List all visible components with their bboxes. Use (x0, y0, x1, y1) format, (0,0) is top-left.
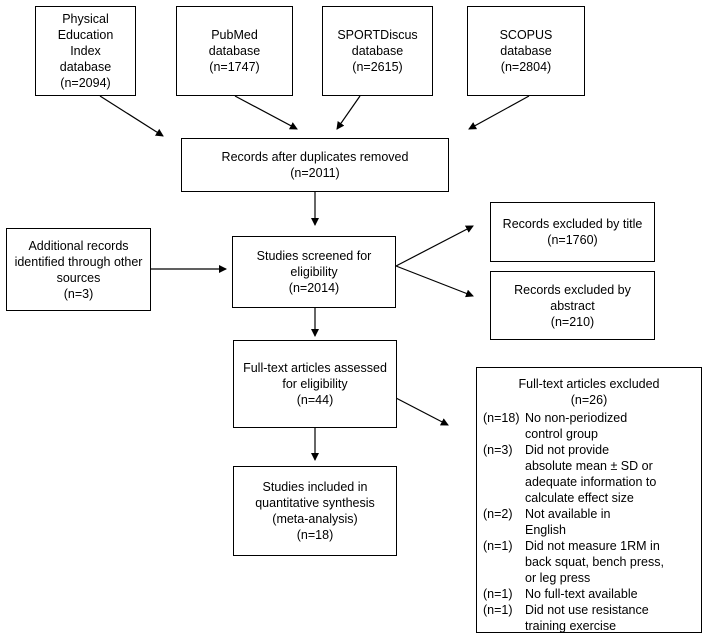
included-count: (n=18) (296, 528, 334, 542)
included-line: quantitative synthesis (255, 496, 375, 510)
reason-line: Did not measure 1RM in (525, 539, 660, 553)
reason-count: (n=2) (483, 507, 513, 521)
additional-line: sources (56, 270, 101, 285)
source-line: PubMed (211, 28, 258, 42)
excluded-abstract-count: (n=210) (550, 314, 595, 329)
reason-line: control group (525, 427, 598, 441)
reason-line: Not available in (525, 507, 611, 521)
screened-line: eligibility (290, 265, 338, 279)
included-line: (meta-analysis) (272, 512, 358, 526)
source-line: database (59, 60, 112, 74)
arrow-screened-to-title (395, 225, 474, 267)
exclusion-reason: (n=1) No full-text available (477, 586, 701, 602)
source-count: (n=2094) (60, 76, 111, 90)
reason-text: No full-text available (525, 586, 701, 602)
source-line: SCOPUS (499, 28, 553, 42)
excluded-title-count: (n=1760) (547, 233, 598, 247)
source-line: SPORTDiscus (337, 28, 418, 42)
excluded-abstract-line: Records excluded by (514, 282, 631, 297)
excluded-heading-count: (n=26) (570, 393, 608, 407)
reason-text: Did not use resistance training exercise (525, 602, 701, 634)
records-after-duplicates: Records after duplicates removed (n=2011… (181, 138, 449, 192)
fulltext-count: (n=44) (296, 393, 334, 407)
exclusion-reason: (n=1) Did not use resistance training ex… (477, 602, 701, 634)
reason-text: Not available in English (525, 506, 701, 538)
source-count: (n=1747) (209, 60, 260, 74)
source-physical-education-index: Physical Education Index database (n=209… (35, 6, 136, 96)
studies-screened: Studies screened for eligibility (n=2014… (232, 236, 396, 308)
reason-text: No non-periodized control group (525, 410, 701, 442)
records-excluded-by-title: Records excluded by title (n=1760) (490, 202, 655, 262)
source-line: database (500, 44, 552, 58)
additional-count: (n=3) (63, 286, 94, 301)
exclusion-reasons: (n=18) No non-periodized control group (… (477, 410, 701, 634)
excluded-title-label: Records excluded by title (502, 217, 643, 231)
excluded-heading-label: Full-text articles excluded (518, 377, 660, 391)
screened-line: Studies screened for (256, 249, 372, 263)
reason-line: English (525, 523, 566, 537)
arrow-scopus-to-dedup (468, 95, 530, 130)
reason-line: adequate information to (525, 475, 657, 489)
included-line: Studies included in (262, 480, 368, 494)
arrow-pubmed-to-dedup (234, 95, 298, 130)
source-line: database (351, 44, 404, 58)
reason-count: (n=1) (483, 587, 513, 601)
fulltext-line: Full-text articles assessed (243, 361, 387, 375)
reason-line: or leg press (525, 571, 591, 585)
arrow-screened-to-abstract (395, 265, 474, 298)
source-line: Index (70, 44, 101, 58)
dedup-label: Records after duplicates removed (221, 150, 409, 164)
additional-line: Additional records (28, 238, 129, 253)
reason-text: Did not provide absolute mean ± SD or ad… (525, 442, 701, 506)
screened-count: (n=2014) (288, 281, 340, 295)
exclusion-reason: (n=18) No non-periodized control group (477, 410, 701, 442)
records-excluded-by-abstract: Records excluded by abstract (n=210) (490, 271, 655, 340)
source-count: (n=2804) (500, 60, 552, 74)
arrow-physed-to-dedup (99, 95, 164, 137)
studies-included: Studies included in quantitative synthes… (233, 466, 397, 556)
excluded-abstract-line: abstract (550, 298, 595, 313)
reason-line: Did not use resistance (525, 603, 649, 617)
reason-line: back squat, bench press, (525, 555, 664, 569)
source-pubmed: PubMed database (n=1747) (176, 6, 293, 96)
source-line: Physical Education (57, 12, 114, 42)
fulltext-assessed: Full-text articles assessed for eligibil… (233, 340, 397, 428)
arrow-fulltext-to-excluded (395, 397, 449, 426)
excluded-heading: Full-text articles excluded (n=26) (477, 376, 701, 408)
reason-line: No full-text available (525, 587, 638, 601)
reason-line: calculate effect size (525, 491, 634, 505)
reason-count: (n=18) (483, 411, 520, 425)
exclusion-reason: (n=1) Did not measure 1RM in back squat,… (477, 538, 701, 586)
reason-count: (n=1) (483, 539, 513, 553)
reason-count: (n=1) (483, 603, 513, 617)
fulltext-articles-excluded: Full-text articles excluded (n=26) (n=18… (476, 367, 702, 633)
reason-text: Did not measure 1RM in back squat, bench… (525, 538, 701, 586)
reason-line: No non-periodized (525, 411, 628, 425)
exclusion-reason: (n=3) Did not provide absolute mean ± SD… (477, 442, 701, 506)
reason-line: training exercise (525, 619, 617, 633)
additional-records: Additional records identified through ot… (6, 228, 151, 311)
source-scopus: SCOPUS database (n=2804) (467, 6, 585, 96)
reason-line: absolute mean ± SD or (525, 459, 653, 473)
source-line: database (208, 44, 261, 58)
source-count: (n=2615) (352, 60, 403, 74)
dedup-count: (n=2011) (290, 166, 340, 180)
reason-count: (n=3) (483, 443, 513, 457)
arrow-sportdiscus-to-dedup (336, 95, 361, 130)
exclusion-reason: (n=2) Not available in English (477, 506, 701, 538)
reason-line: Did not provide (525, 443, 610, 457)
additional-line: identified through other (14, 254, 143, 269)
fulltext-line: for eligibility (282, 377, 348, 391)
source-sportdiscus: SPORTDiscus database (n=2615) (322, 6, 433, 96)
